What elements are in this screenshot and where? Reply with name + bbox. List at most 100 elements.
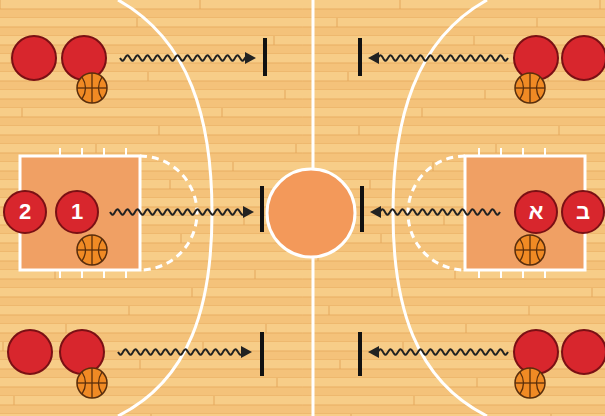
ball-seam	[537, 77, 541, 99]
ball-seam	[529, 73, 530, 103]
lane-tick	[500, 270, 502, 278]
plank-seam	[222, 108, 223, 117]
basketball	[77, 368, 107, 398]
arrowhead	[370, 206, 381, 218]
plank-seam	[233, 162, 234, 171]
plank-seam	[370, 180, 371, 189]
player-circle: 1	[55, 190, 99, 234]
ball-seam	[529, 368, 530, 398]
plank-seam	[477, 378, 478, 387]
plank-seam	[14, 396, 15, 405]
player-number: 1	[71, 201, 83, 223]
player-circle: א	[514, 190, 558, 234]
player-circle	[8, 330, 52, 374]
plank-seam	[266, 324, 267, 333]
lane-tick	[103, 148, 105, 156]
ball-seam	[82, 372, 86, 394]
ball-seam	[91, 73, 92, 103]
arrowhead	[368, 52, 379, 64]
plank-seam	[592, 288, 593, 297]
plank-seam	[96, 144, 97, 153]
lane-tick	[544, 270, 546, 278]
plank-seam	[296, 144, 297, 153]
dribble-arrow	[368, 346, 508, 358]
basketball	[77, 235, 107, 265]
plank-seam	[192, 288, 193, 297]
dribble-arrow	[110, 206, 254, 218]
plank-seam	[348, 72, 349, 81]
lane-tick	[125, 148, 127, 156]
plank-seam	[129, 306, 130, 315]
player-circle	[514, 36, 558, 80]
ball-body	[77, 73, 107, 103]
ball-body	[515, 368, 545, 398]
plank-seam	[200, 0, 201, 9]
lane-tick	[125, 270, 127, 278]
dribble-arrow	[368, 52, 508, 64]
plank-seam	[529, 306, 530, 315]
plank-seam	[455, 270, 456, 279]
cone-marker	[358, 38, 362, 76]
plank-seam	[392, 288, 393, 297]
dribble-arrow	[370, 206, 500, 218]
ball-body	[77, 235, 107, 265]
ball-seam	[91, 368, 92, 398]
player-circle	[12, 36, 56, 80]
plank-seam	[22, 108, 23, 117]
plank-seam	[359, 126, 360, 135]
plank-seam	[170, 180, 171, 189]
dribble-arrow	[120, 52, 256, 64]
ball-seam	[520, 372, 524, 394]
player-circle: ב	[561, 190, 605, 234]
lane-tick	[478, 148, 480, 156]
plank-seam	[485, 90, 486, 99]
ball-seam	[82, 77, 86, 99]
plank-seam	[474, 36, 475, 45]
dribble-path	[376, 55, 508, 60]
plank-seam	[137, 18, 138, 27]
player-circle	[60, 330, 104, 374]
arrowhead	[368, 346, 379, 358]
player-number: 2	[19, 201, 31, 223]
ball-seam	[537, 239, 541, 261]
lane-tick	[103, 270, 105, 278]
plank-seam	[277, 378, 278, 387]
free-throw-arc-left	[140, 156, 197, 270]
plank-seam	[496, 144, 497, 153]
plank-seam	[337, 18, 338, 27]
ball-seam	[82, 239, 86, 261]
player-circle: 2	[3, 190, 47, 234]
ball-seam	[91, 235, 92, 265]
plank-seam	[181, 234, 182, 243]
plank-seam	[444, 216, 445, 225]
lane-tick	[81, 270, 83, 278]
plank-seam	[551, 414, 552, 416]
lane-tick	[59, 148, 61, 156]
plank-seam	[214, 396, 215, 405]
player-circle	[562, 36, 605, 80]
plank-seam	[140, 360, 141, 369]
dribble-path	[378, 209, 500, 214]
plank-seam	[414, 396, 415, 405]
basketball	[515, 235, 545, 265]
lane-tick	[478, 270, 480, 278]
plank-seam	[537, 18, 538, 27]
plank-seam	[66, 324, 67, 333]
cone-marker	[358, 332, 362, 376]
lane-tick	[522, 148, 524, 156]
dribble-path	[118, 349, 244, 354]
ball-seam	[520, 77, 524, 99]
ball-seam	[99, 239, 103, 261]
ball-body	[77, 368, 107, 398]
ball-seam	[537, 372, 541, 394]
ball-seam	[520, 239, 524, 261]
plank-seam	[600, 0, 601, 9]
dribble-arrow	[118, 346, 252, 358]
plank-seam	[0, 0, 1, 9]
basketball	[515, 368, 545, 398]
lane-tick	[544, 148, 546, 156]
dribble-path	[376, 349, 508, 354]
